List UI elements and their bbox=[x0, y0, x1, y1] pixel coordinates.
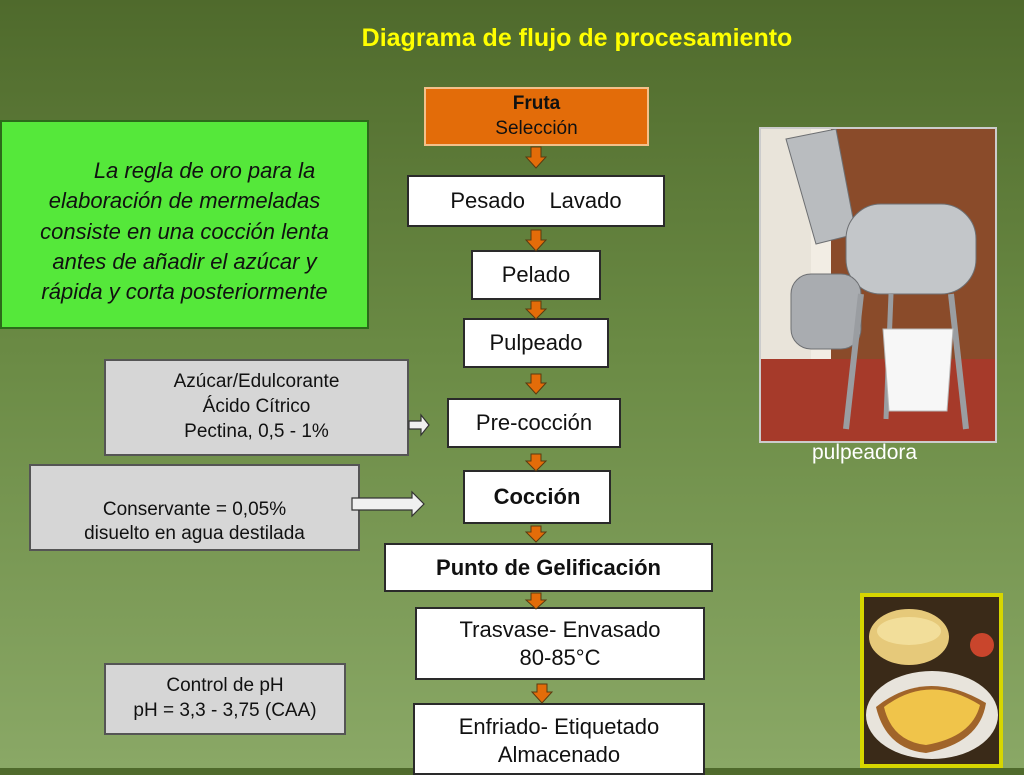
acido-label: Ácido Cítrico bbox=[202, 396, 311, 418]
pectina-label: Pectina, 0,5 - 1% bbox=[184, 420, 329, 442]
jam-photo bbox=[860, 593, 1003, 768]
down-arrow-1 bbox=[524, 146, 548, 169]
conservante-label: Conservante = 0,05% bbox=[102, 498, 287, 520]
rule-line-3: consiste en una cocción lenta bbox=[40, 218, 329, 244]
enfriado-line-1: Enfriado- Etiquetado bbox=[458, 714, 660, 739]
pulpeadora-photo bbox=[759, 127, 997, 443]
pulpeadora-caption: pulpeadora bbox=[812, 441, 918, 464]
rule-line-2: elaboración de mermeladas bbox=[48, 188, 321, 214]
conservante-box: Conservante = 0,05% disuelto en agua des… bbox=[29, 464, 360, 551]
down-arrow-2 bbox=[524, 229, 548, 252]
right-arrow-conservante bbox=[351, 490, 425, 518]
rule-line-4: antes de añadir el azúcar y bbox=[52, 249, 317, 275]
down-arrow-8 bbox=[530, 683, 554, 704]
seleccion-label: Selección bbox=[495, 117, 578, 139]
pesado-lavado-box: Pesado Lavado bbox=[407, 175, 665, 227]
punto-gelificacion-box: Punto de Gelificación bbox=[384, 543, 713, 592]
golden-rule-box: La regla de oro para la elaboración de m… bbox=[0, 120, 369, 329]
ph-range: pH = 3,3 - 3,75 (CAA) bbox=[133, 700, 317, 721]
trasvase-line-1: Trasvase- Envasado bbox=[459, 617, 661, 642]
page-title: Diagrama de flujo de procesamiento bbox=[361, 24, 793, 52]
trasvase-line-2: 80-85°C bbox=[519, 644, 601, 670]
rule-line-5: rápida y corta posteriormente bbox=[41, 279, 328, 305]
right-arrow-additives bbox=[408, 413, 430, 437]
down-arrow-5 bbox=[524, 453, 548, 472]
pulpeado-box: Pulpeado bbox=[463, 318, 609, 368]
coccion-box: Cocción bbox=[463, 470, 611, 524]
azucar-label: Azúcar/Edulcorante bbox=[173, 371, 340, 393]
enfriado-etiquetado-box: Enfriado- Etiquetado Almacenado bbox=[413, 703, 705, 775]
disuelto-label: disuelto en agua destilada bbox=[84, 523, 305, 545]
rule-line-1: La regla de oro para la bbox=[93, 158, 316, 183]
enfriado-line-2: Almacenado bbox=[497, 741, 621, 767]
down-arrow-6 bbox=[524, 525, 548, 543]
trasvase-envasado-box: Trasvase- Envasado 80-85°C bbox=[415, 607, 705, 680]
pelado-box: Pelado bbox=[471, 250, 601, 300]
ph-control-box: Control de pH pH = 3,3 - 3,75 (CAA) bbox=[104, 663, 346, 735]
down-arrow-7 bbox=[524, 592, 548, 610]
fruta-label: Fruta bbox=[512, 92, 561, 114]
down-arrow-4 bbox=[524, 373, 548, 395]
fruta-box: Fruta Selección bbox=[424, 87, 649, 146]
down-arrow-3 bbox=[524, 300, 548, 320]
precoccion-box: Pre-cocción bbox=[447, 398, 621, 448]
additives-box: Azúcar/Edulcorante Ácido Cítrico Pectina… bbox=[104, 359, 409, 456]
ph-title: Control de pH bbox=[166, 675, 284, 697]
